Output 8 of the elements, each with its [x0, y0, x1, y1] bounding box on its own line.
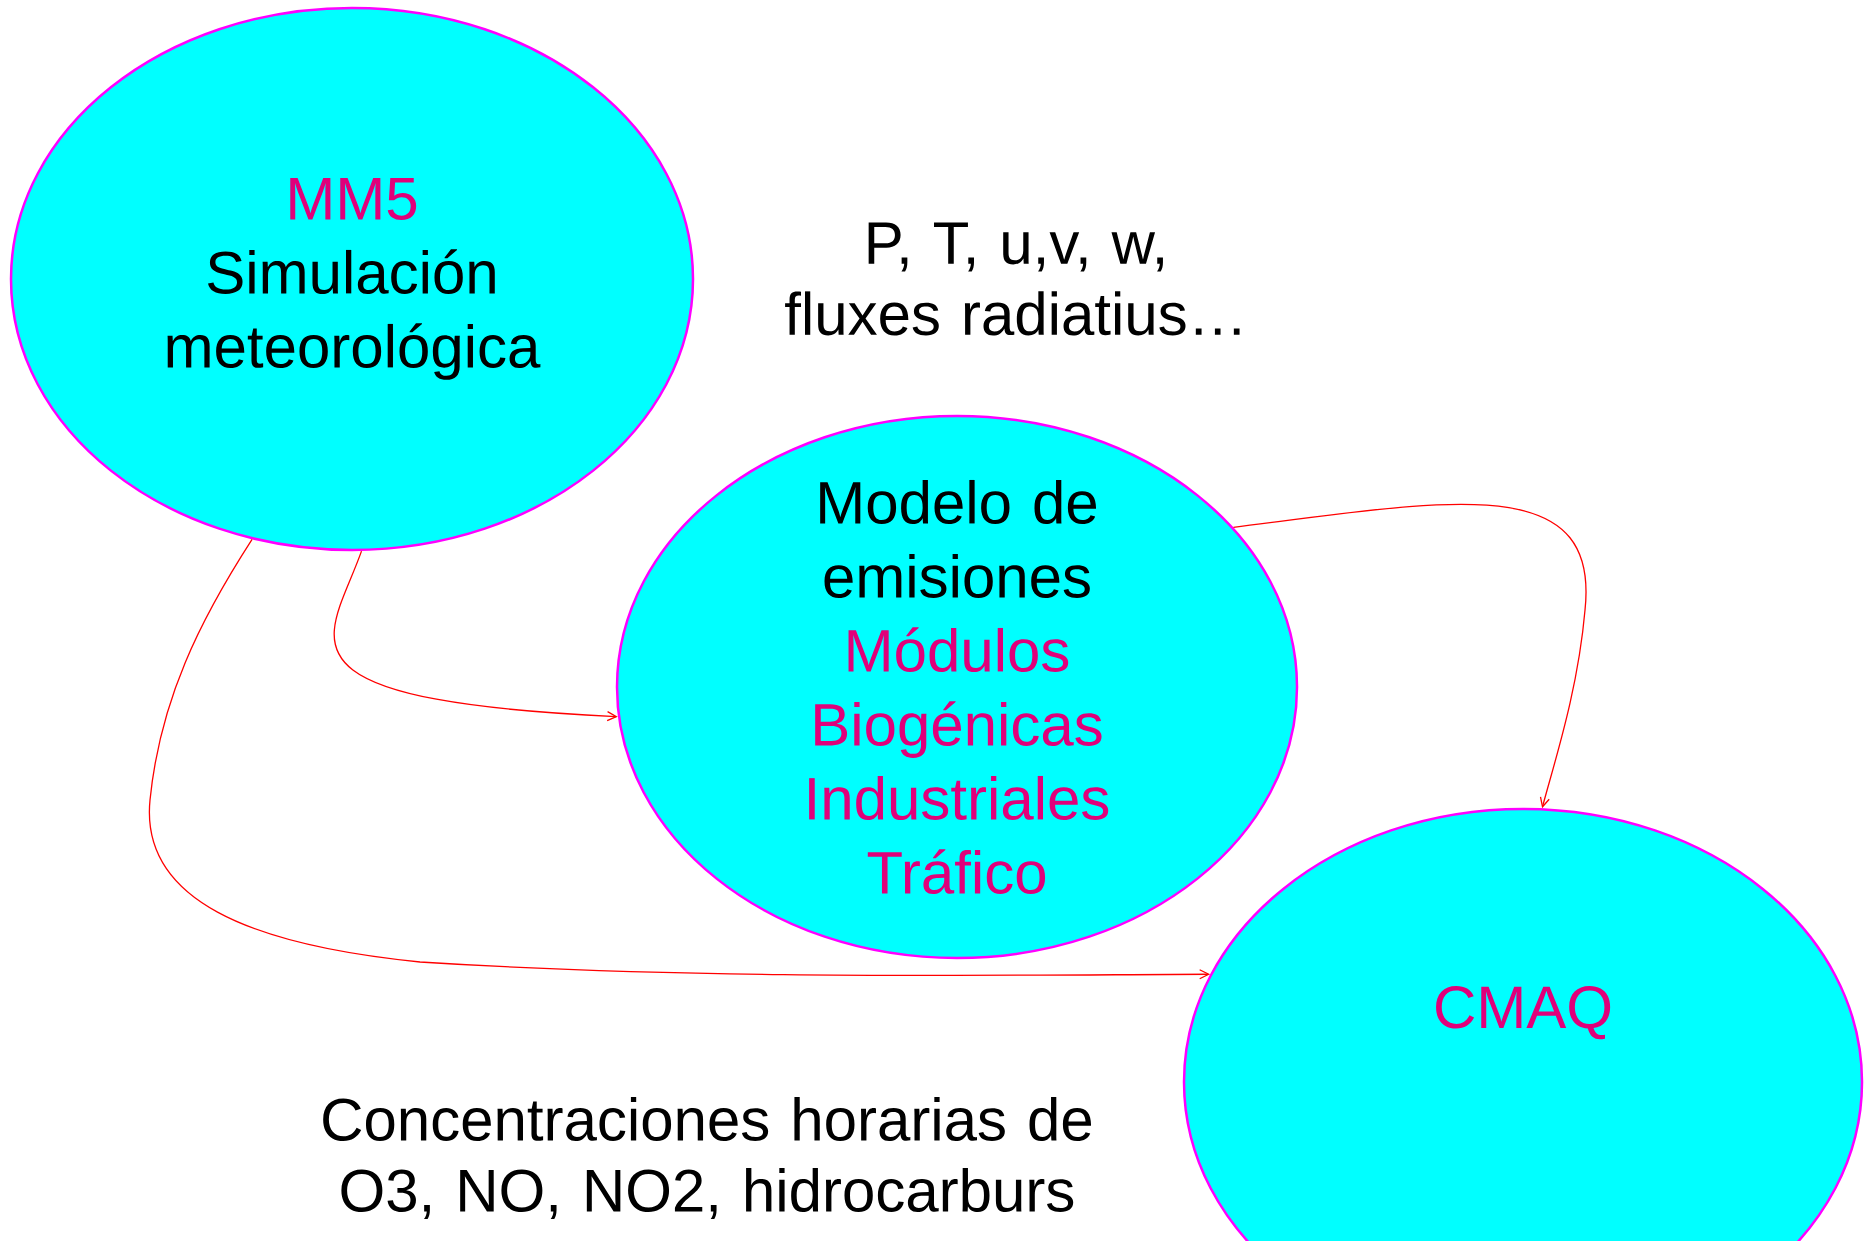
- annotation-text: Concentraciones horarias de O3, NO, NO2, hidrocarburs: [323, 1096, 1092, 1220]
- ellipse-node: Modelo de emisiones Módulos Biogénicas Industriales Tráfico: [615, 414, 1299, 960]
- arrow: [333, 550, 618, 722]
- ellipse-node: MM5 Simulación meteorológica: [9, 6, 695, 552]
- arrow: [1232, 503, 1587, 809]
- ellipse-node: CMAQ: [1182, 807, 1864, 1241]
- arrow: [149, 538, 1211, 980]
- annotation-text: P, T, u,v, w, fluxes radiatius…: [785, 222, 1240, 336]
